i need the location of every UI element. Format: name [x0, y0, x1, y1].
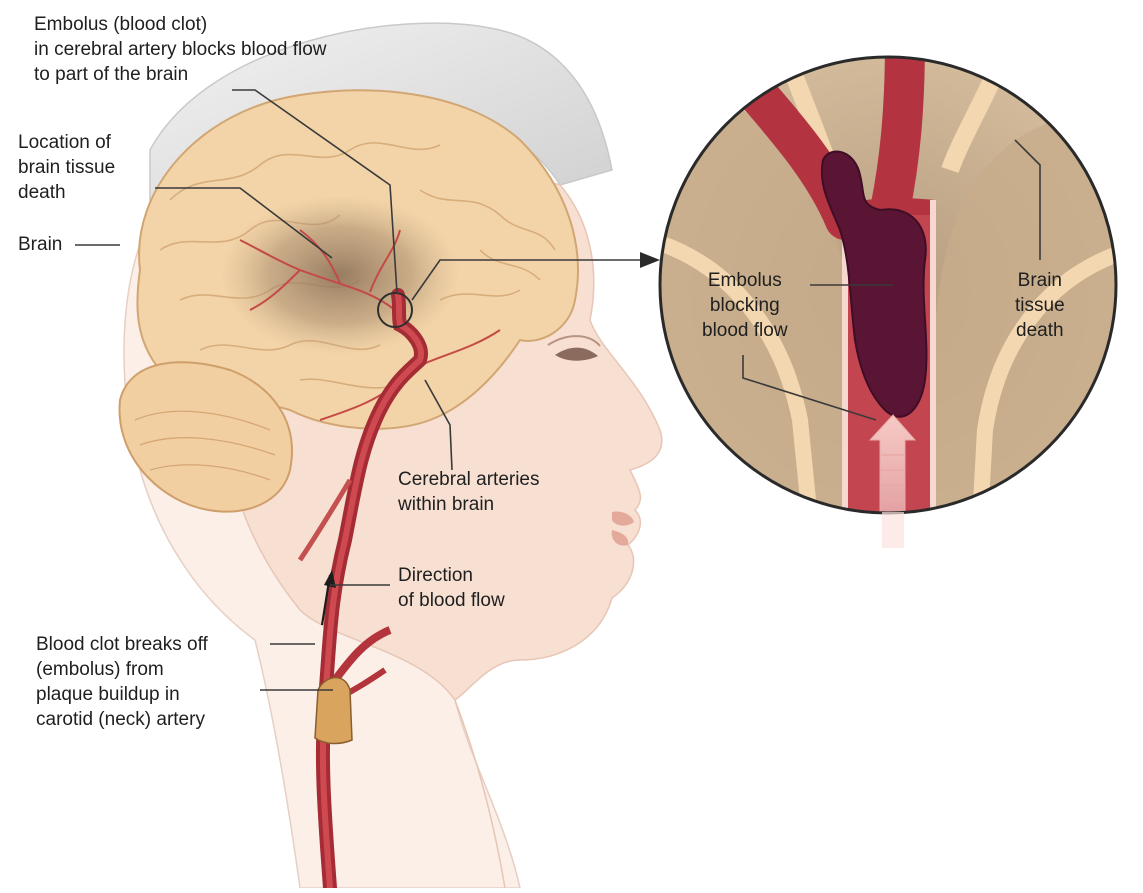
label-line: Brain [18, 234, 63, 255]
leader-lines [75, 89, 1041, 691]
label-line: Location of [18, 132, 111, 153]
label-cerebral-arteries: Cerebral arteries within brain [398, 467, 540, 517]
label-embolus-blocking: Embolus blocking blood flow [702, 268, 788, 343]
label-line: brain tissue [18, 157, 116, 178]
label-line: plaque buildup in [36, 684, 180, 705]
label-line: death [1016, 320, 1064, 341]
lips [611, 511, 634, 546]
label-line: Embolus [707, 270, 782, 291]
label-location-death: Location of brain tissue death [18, 130, 115, 205]
label-line: death [18, 182, 66, 203]
label-line: in cerebral artery blocks blood flow [34, 39, 327, 60]
label-line: of blood flow [398, 590, 505, 611]
flow-arrow [868, 414, 917, 513]
label-line: tissue [1015, 295, 1065, 316]
carotid-artery [297, 288, 428, 893]
dead-tissue-area [220, 195, 460, 355]
label-line: blood flow [702, 320, 788, 341]
plaque [314, 676, 353, 745]
label-embolus-cerebral: Embolus (blood clot) in cerebral artery … [34, 12, 327, 87]
cerebellum [118, 361, 293, 513]
brain [118, 89, 579, 513]
label-line: (embolus) from [36, 659, 164, 680]
label-line: Direction [398, 565, 473, 586]
zoom-source-circle [377, 292, 413, 328]
label-line: Cerebral arteries [398, 469, 540, 490]
embolus-clot [820, 150, 928, 418]
label-brain: Brain [18, 232, 62, 257]
label-direction-flow: Direction of blood flow [398, 563, 505, 613]
label-line: to part of the brain [34, 64, 189, 85]
label-clot-breaks-off: Blood clot breaks off (embolus) from pla… [36, 632, 208, 732]
label-line: Brain [1017, 270, 1062, 291]
label-line: Blood clot breaks off [36, 634, 208, 655]
label-line: carotid (neck) artery [36, 709, 205, 730]
label-line: within brain [398, 494, 495, 515]
label-line: blocking [709, 295, 780, 316]
label-line: Embolus (blood clot) [34, 14, 208, 35]
label-brain-tissue-death: Brain tissue death [1015, 268, 1065, 343]
eye [555, 347, 598, 361]
